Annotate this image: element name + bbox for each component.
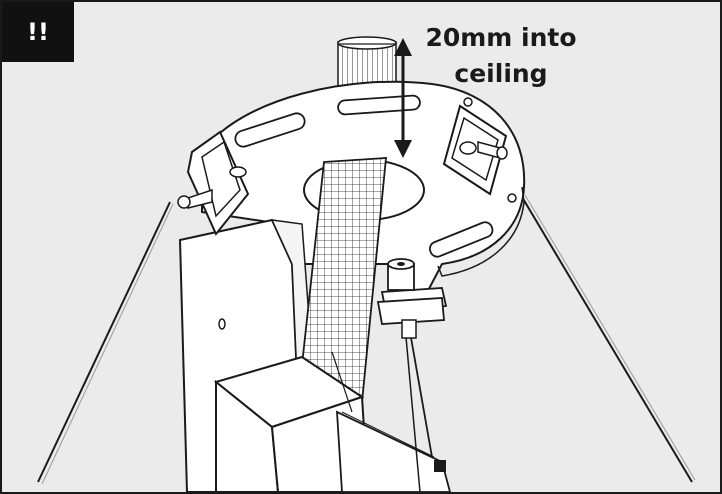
callout-line-2: ceiling <box>454 59 548 88</box>
right-suspension-wire <box>521 194 696 483</box>
cable-gland <box>376 258 448 339</box>
plate-hole <box>463 97 473 107</box>
plate-slot <box>234 112 306 148</box>
depth-callout: 20mm into ceiling <box>416 20 586 92</box>
bracket-hole <box>218 318 226 330</box>
warning-badge: !! <box>2 2 74 62</box>
plate-slot <box>428 221 494 258</box>
left-wire-gripper <box>177 130 250 236</box>
callout-line-1: 20mm into <box>425 23 577 52</box>
warning-badge-label: !! <box>27 18 49 46</box>
plate-hole <box>507 193 517 203</box>
box-screw <box>434 460 446 472</box>
plate-slot <box>337 94 421 116</box>
left-suspension-wire <box>37 201 174 485</box>
right-wire-gripper <box>442 104 508 196</box>
depth-arrow <box>338 38 412 158</box>
driver-box <box>213 355 451 492</box>
inner-wires <box>331 331 433 492</box>
